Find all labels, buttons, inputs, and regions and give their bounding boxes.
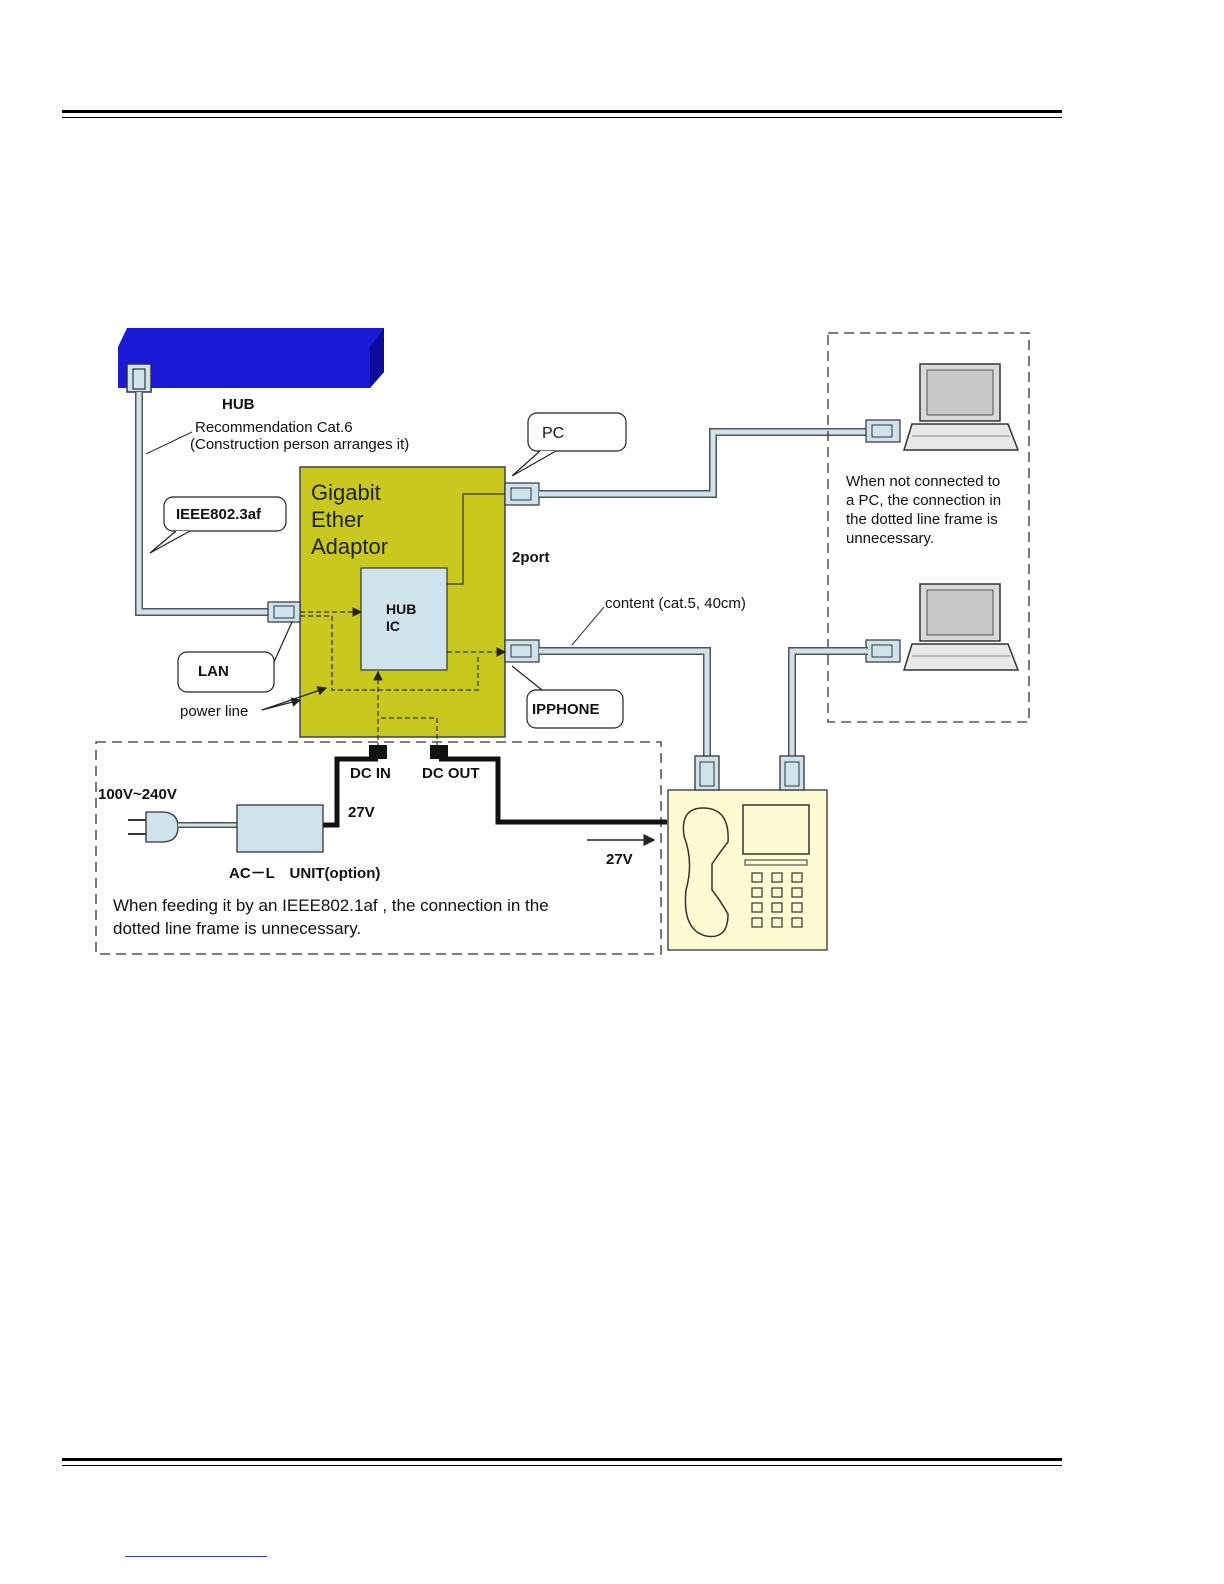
handset-icon [682,807,729,938]
pc-top-port [865,419,901,443]
content-label: content (cat.5, 40cm) [605,595,746,612]
power-cable-dc-in [323,756,378,828]
lan-label: LAN [198,663,229,680]
ipphone-label: IPPHONE [532,701,600,718]
pc-callout [511,412,627,477]
laptop-icon-top [902,363,1020,451]
keypad-key [771,917,783,928]
cable-phone-to-pc [788,647,868,756]
laptop-icon-bottom [902,583,1020,671]
hub-label: HUB [222,396,255,413]
keypad-key [751,902,763,913]
ac-l-unit [236,804,324,853]
power-cable-dc-out [439,756,667,825]
volt-27-a: 27V [348,804,375,821]
header-rule-top [62,110,1062,113]
header-rule-bottom [62,117,1062,118]
pc-bottom-port [865,639,901,663]
ieee-note-line1: When feeding it by an IEEE802.1af , the … [113,896,549,915]
ieee-label: IEEE802.3af [176,506,262,523]
dc-in-label: DC IN [350,765,391,782]
phone-keypad [751,872,803,928]
dc-in-jack [369,745,387,759]
footer-rule-bottom [62,1465,1062,1466]
pc-note-line1: When not connected to [846,473,1000,490]
phone-display [742,804,810,855]
dc-out-label: DC OUT [422,765,480,782]
hub-ic-chip [360,567,448,671]
keypad-key [771,902,783,913]
hub-ic-line2: IC [386,618,400,634]
keypad-key [791,872,803,883]
pc-note-line4: unnecessary. [846,530,934,547]
adaptor-line2: Ether [311,507,364,532]
ieee-note-line2: dotted line frame is unnecessary. [113,919,361,938]
footer-rule-top [62,1458,1062,1461]
ipphone-port [504,639,540,663]
volt-27-b: 27V [606,851,633,868]
keypad-key [771,887,783,898]
hub-ic-line1: HUB [386,601,416,617]
ac-plug-icon [128,811,179,843]
hub-device [118,328,384,393]
cable-note-line2: (Construction person arranges it) [190,436,409,453]
two-port-label: 2port [512,549,550,566]
keypad-key [791,887,803,898]
power-dotted-frame [95,741,662,955]
keypad-key [751,872,763,883]
keypad-key [791,902,803,913]
power-line-label: power line [180,703,248,720]
keypad-key [771,872,783,883]
adaptor-line3: Adaptor [311,534,388,559]
lan-port [267,601,301,623]
adaptor-line1: Gigabit [311,480,381,505]
cable-note-line1: Recommendation Cat.6 [195,419,353,436]
footer-link-underline [125,1556,267,1557]
keypad-key [791,917,803,928]
lan-callout [177,651,275,693]
keypad-key [751,917,763,928]
pc-port [504,482,540,506]
pc-dotted-frame [827,332,1030,723]
ipphone-callout [526,689,624,729]
voltage-range-label: 100V~240V [98,786,177,803]
ip-phone [667,755,828,951]
pc-label: PC [542,425,564,442]
dc-out-jack [430,745,448,759]
ieee-callout [149,496,287,554]
pc-note-line3: the dotted line frame is [846,511,998,528]
pc-note-line2: a PC, the connection in [846,492,1001,509]
ac-unit-label: AC－L UNIT(option) [229,865,380,882]
keypad-key [751,887,763,898]
